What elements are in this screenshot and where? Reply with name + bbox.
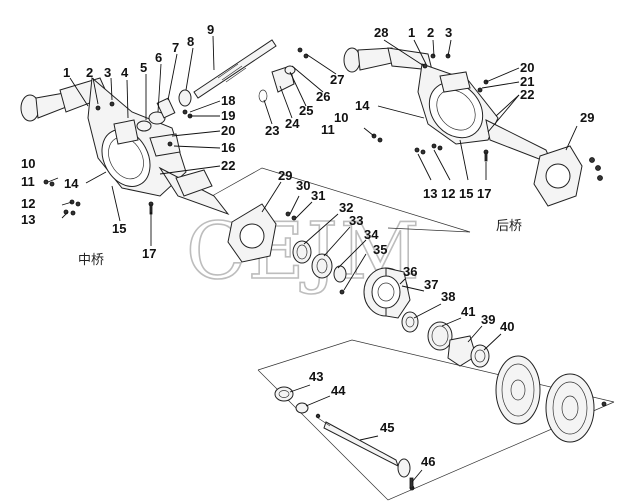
callout-43: 43 — [309, 369, 323, 384]
callout-20-rear: 20 — [520, 60, 534, 75]
callout-39: 39 — [481, 312, 495, 327]
callout-1-rear: 1 — [408, 25, 415, 40]
axle-shaft-group — [274, 386, 415, 491]
callout-20: 20 — [221, 123, 235, 138]
callout-37: 37 — [424, 277, 438, 292]
callout-26: 26 — [316, 89, 330, 104]
callout-23: 23 — [265, 123, 279, 138]
callout-38: 38 — [441, 289, 455, 304]
callout-33: 33 — [349, 213, 363, 228]
leader-lines — [47, 35, 578, 483]
hub-bearings — [292, 240, 347, 295]
callout-8: 8 — [187, 34, 194, 49]
callout-3-rear: 3 — [445, 25, 452, 40]
callout-17-rear: 17 — [477, 186, 491, 201]
callout-13: 13 — [21, 212, 35, 227]
callout-25: 25 — [299, 103, 313, 118]
callout-19: 19 — [221, 108, 235, 123]
middle-small-parts — [43, 39, 277, 216]
callout-21: 21 — [520, 74, 534, 89]
callout-9: 9 — [207, 22, 214, 37]
callout-10: 10 — [21, 156, 35, 171]
callout-11-rear: 11 — [321, 122, 335, 137]
callout-15: 15 — [112, 221, 126, 236]
callout-27: 27 — [330, 72, 344, 87]
rear-axle-label: 后桥 — [496, 219, 522, 234]
callout-11: 11 — [21, 174, 35, 189]
callout-12-rear: 12 — [441, 186, 455, 201]
callout-32: 32 — [339, 200, 353, 215]
callout-29-middle: 29 — [278, 168, 292, 183]
callout-14-rear: 14 — [355, 98, 370, 113]
callout-35: 35 — [373, 242, 387, 257]
callout-28: 28 — [374, 25, 388, 40]
callout-24: 24 — [285, 116, 300, 131]
callout-30: 30 — [296, 178, 310, 193]
callout-40: 40 — [500, 319, 514, 334]
callout-22-rear: 22 — [520, 87, 534, 102]
inter-axle-parts — [258, 47, 309, 103]
callout-22: 22 — [221, 158, 235, 173]
callout-17: 17 — [142, 246, 156, 261]
callout-15-rear: 15 — [459, 186, 473, 201]
callout-13-rear: 13 — [423, 186, 437, 201]
middle-brake-spider — [227, 203, 297, 263]
callout-34: 34 — [364, 227, 379, 242]
callout-numbers: 1 2 3 4 5 6 7 8 9 18 19 20 16 22 10 11 1… — [21, 22, 594, 469]
callout-45: 45 — [380, 420, 394, 435]
callout-2: 2 — [86, 65, 93, 80]
callout-1: 1 — [63, 65, 70, 80]
callout-29-rear: 29 — [580, 110, 594, 125]
callout-31: 31 — [311, 188, 325, 203]
wheel-rims — [495, 355, 607, 443]
wheel-hub-parts — [401, 311, 490, 368]
callout-6: 6 — [155, 50, 162, 65]
callout-44: 44 — [331, 383, 346, 398]
middle-axle-housing — [20, 77, 230, 216]
callout-12: 12 — [21, 196, 35, 211]
callout-41: 41 — [461, 304, 475, 319]
rear-brake-spider — [533, 145, 603, 207]
callout-36: 36 — [403, 264, 417, 279]
callout-3: 3 — [104, 65, 111, 80]
callout-2-rear: 2 — [427, 25, 434, 40]
callout-18: 18 — [221, 93, 235, 108]
callout-16: 16 — [221, 140, 235, 155]
callout-14: 14 — [64, 176, 79, 191]
middle-axle-label: 中桥 — [78, 253, 104, 268]
callout-4: 4 — [121, 65, 129, 80]
callout-7: 7 — [172, 40, 179, 55]
callout-5: 5 — [140, 60, 147, 75]
callout-46: 46 — [421, 454, 435, 469]
callout-10-rear: 10 — [334, 110, 348, 125]
